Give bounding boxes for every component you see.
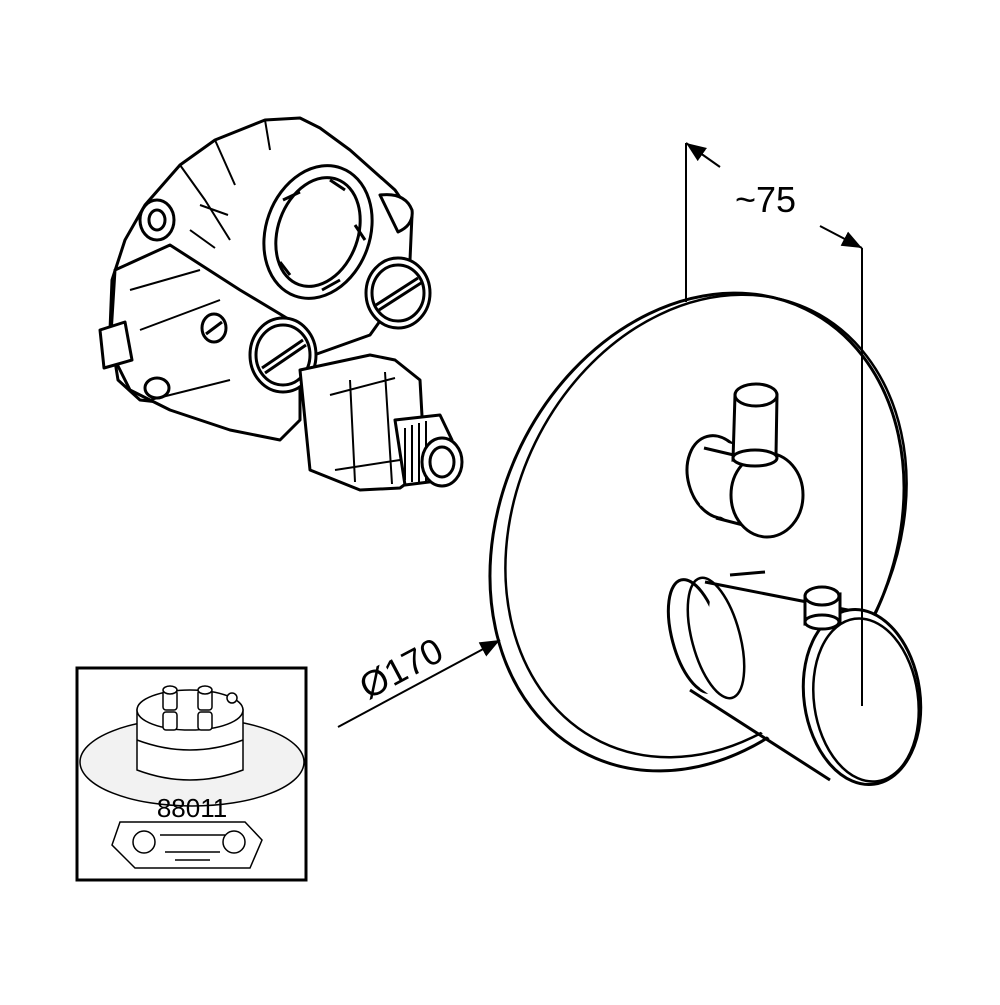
diameter-label: Ø170 [353,630,450,708]
depth-dimension [685,142,863,706]
installation-box-icon [79,685,305,869]
diameter-leader-arrow [337,639,501,728]
dimension-arrow-left [685,142,721,168]
part-number-label: 88011 [157,793,227,823]
inset-panel: 88011 [75,666,308,882]
diameter-dimension [337,639,501,728]
valve-body-icon [98,116,464,492]
dimension-arrow-right [819,225,863,249]
diverter-knob-icon [685,382,805,539]
depth-label: ~75 [735,179,796,220]
